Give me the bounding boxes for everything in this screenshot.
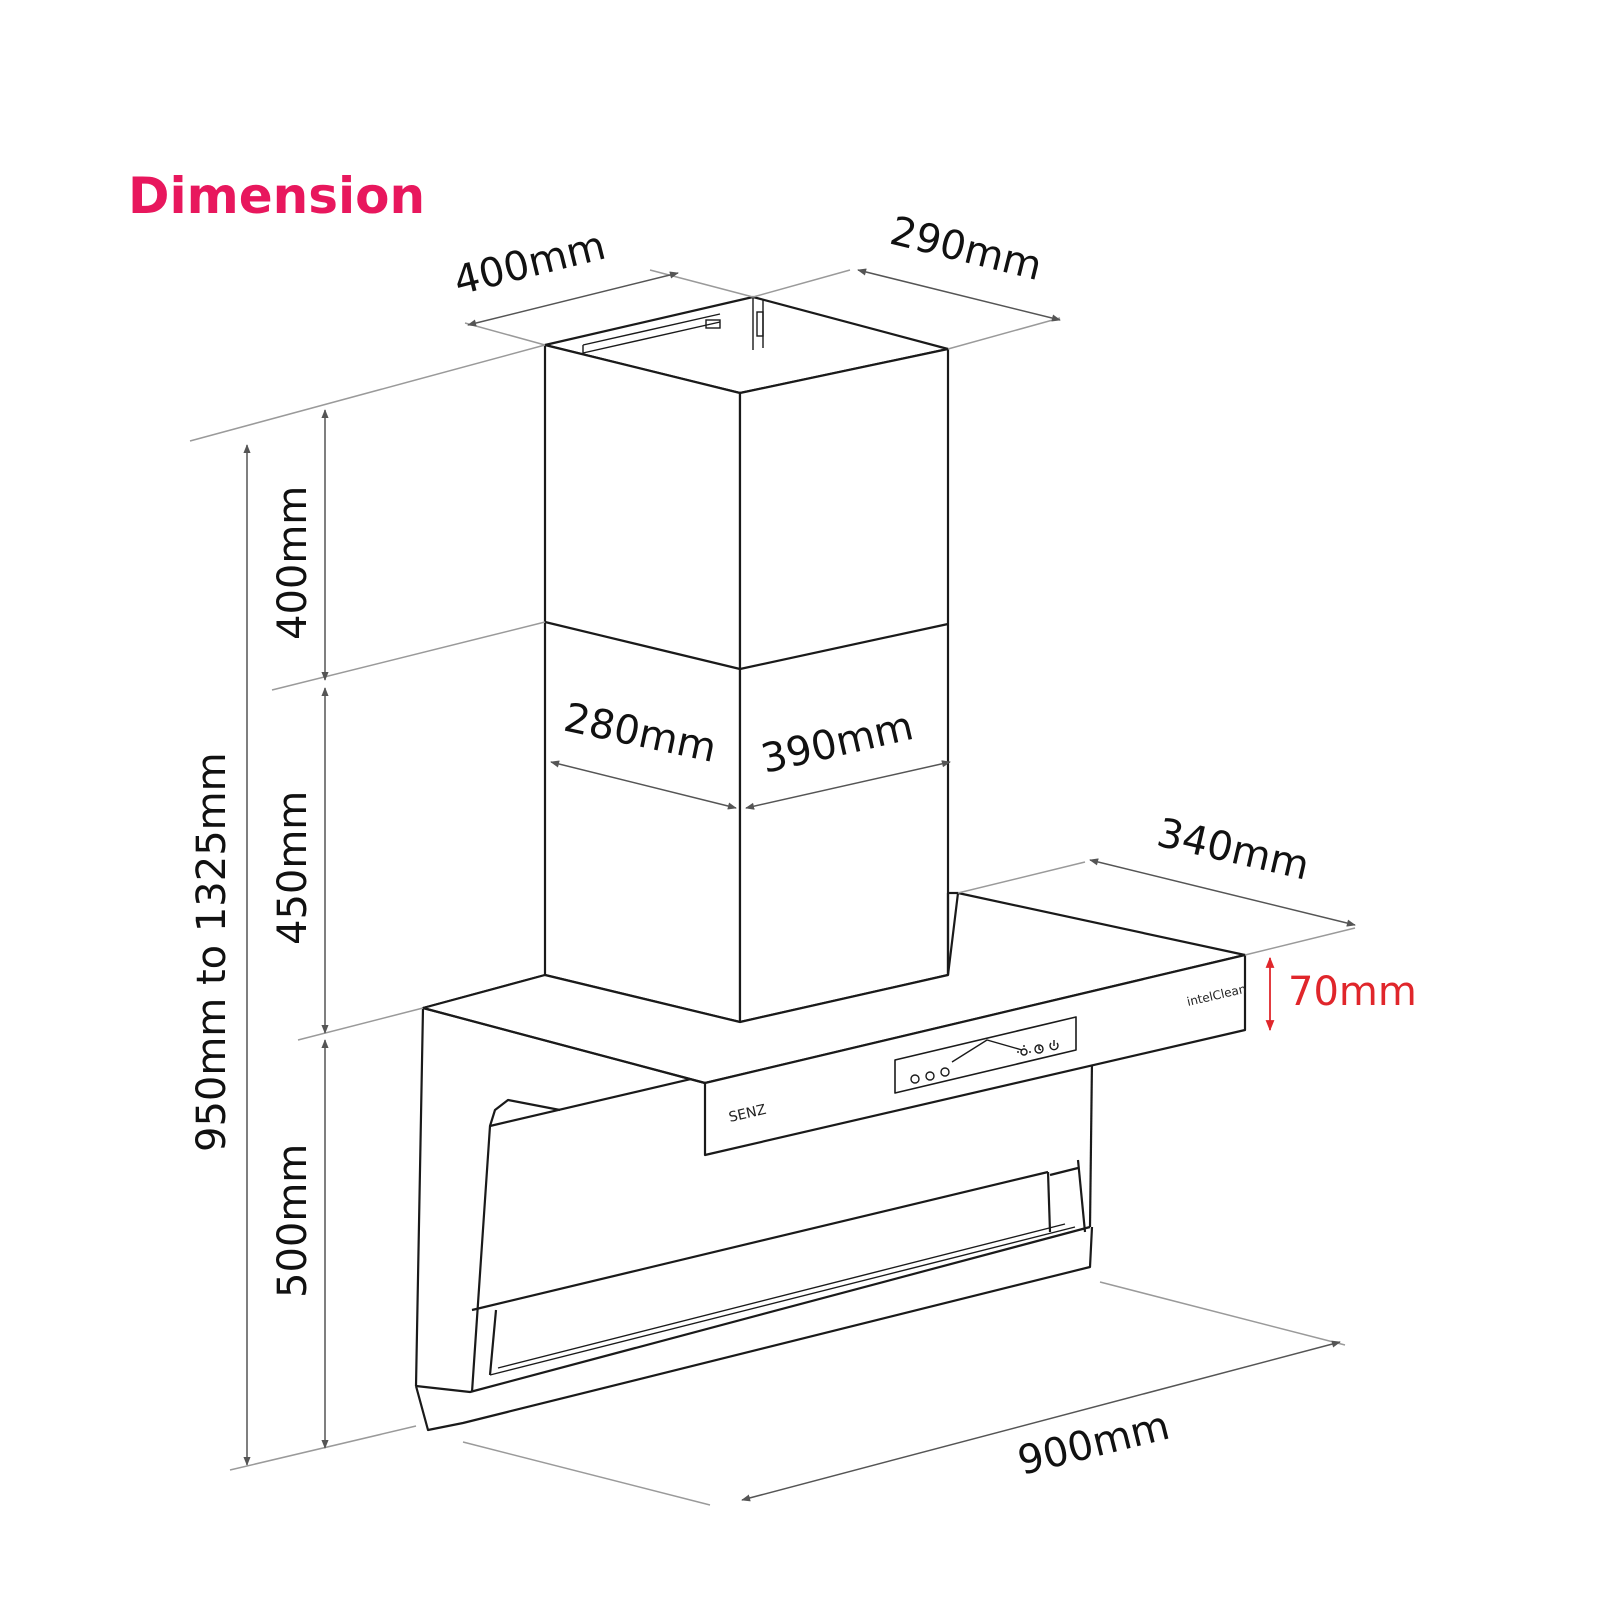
control-panel (894, 1016, 1077, 1094)
chimney-body (543, 343, 950, 1024)
label-chimney-top-width: 400mm (449, 223, 610, 305)
dimension-arrow-body-width (745, 760, 951, 810)
light-icon[interactable] (1017, 1045, 1031, 1056)
label-chimney-lower-height: 450mm (270, 791, 316, 945)
label-hood-body-height: 500mm (270, 1144, 316, 1298)
dimension-arrow-top-width (467, 271, 679, 327)
dimension-arrow-top-depth (857, 268, 1061, 322)
timer-icon[interactable] (1034, 1044, 1044, 1054)
dimension-arrow-hood-width (741, 1340, 1341, 1502)
dimension-arrow-hood-depth (1089, 858, 1356, 927)
fan-speed-icon[interactable] (940, 1067, 950, 1077)
range-hood-drawing: SENZ intelClean (414, 295, 1248, 1432)
page-title: Dimension (128, 167, 425, 225)
label-chimney-top-depth: 290mm (886, 208, 1047, 290)
dimension-lines (189, 268, 1356, 1506)
power-icon[interactable] (1049, 1040, 1059, 1051)
fan-speed-icon[interactable] (925, 1071, 935, 1081)
label-hood-depth: 340mm (1153, 810, 1314, 890)
fan-speed-icon[interactable] (910, 1074, 920, 1084)
label-hood-width: 900mm (1013, 1403, 1174, 1485)
label-total-height: 950mm to 1325mm (189, 752, 235, 1152)
label-chimney-upper-height: 400mm (270, 486, 316, 640)
dimension-arrow-body-depth (550, 760, 737, 810)
label-panel-thickness: 70mm (1288, 969, 1417, 1015)
